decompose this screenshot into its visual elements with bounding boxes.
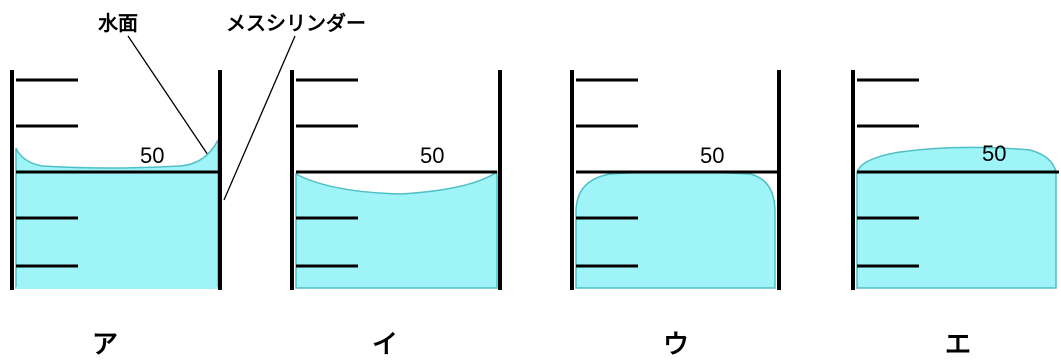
water-body xyxy=(295,170,498,289)
panel-caption: ウ xyxy=(663,330,689,360)
scale-label-50: 50 xyxy=(420,143,444,168)
leader-line-water-surface xyxy=(127,35,211,159)
panel-caption: イ xyxy=(372,330,398,360)
panel-i: 50 イ xyxy=(290,70,502,360)
scale-label-50: 50 xyxy=(982,141,1006,166)
label-graduated-cylinder: メスシリンダー xyxy=(226,11,366,35)
panel-u: 50 ウ xyxy=(570,70,781,360)
scale-label-50: 50 xyxy=(700,143,724,168)
panel-caption: ア xyxy=(92,330,118,360)
label-water-surface: 水面 xyxy=(98,11,138,35)
water-body xyxy=(15,139,219,289)
panel-e: 50 エ xyxy=(851,70,1059,360)
panel-caption: エ xyxy=(945,330,971,360)
water-body xyxy=(856,146,1057,289)
water-body xyxy=(575,171,776,289)
panel-a: 50 ア xyxy=(10,70,222,360)
scale-label-50: 50 xyxy=(140,143,164,168)
leader-line-cylinder xyxy=(223,35,296,201)
